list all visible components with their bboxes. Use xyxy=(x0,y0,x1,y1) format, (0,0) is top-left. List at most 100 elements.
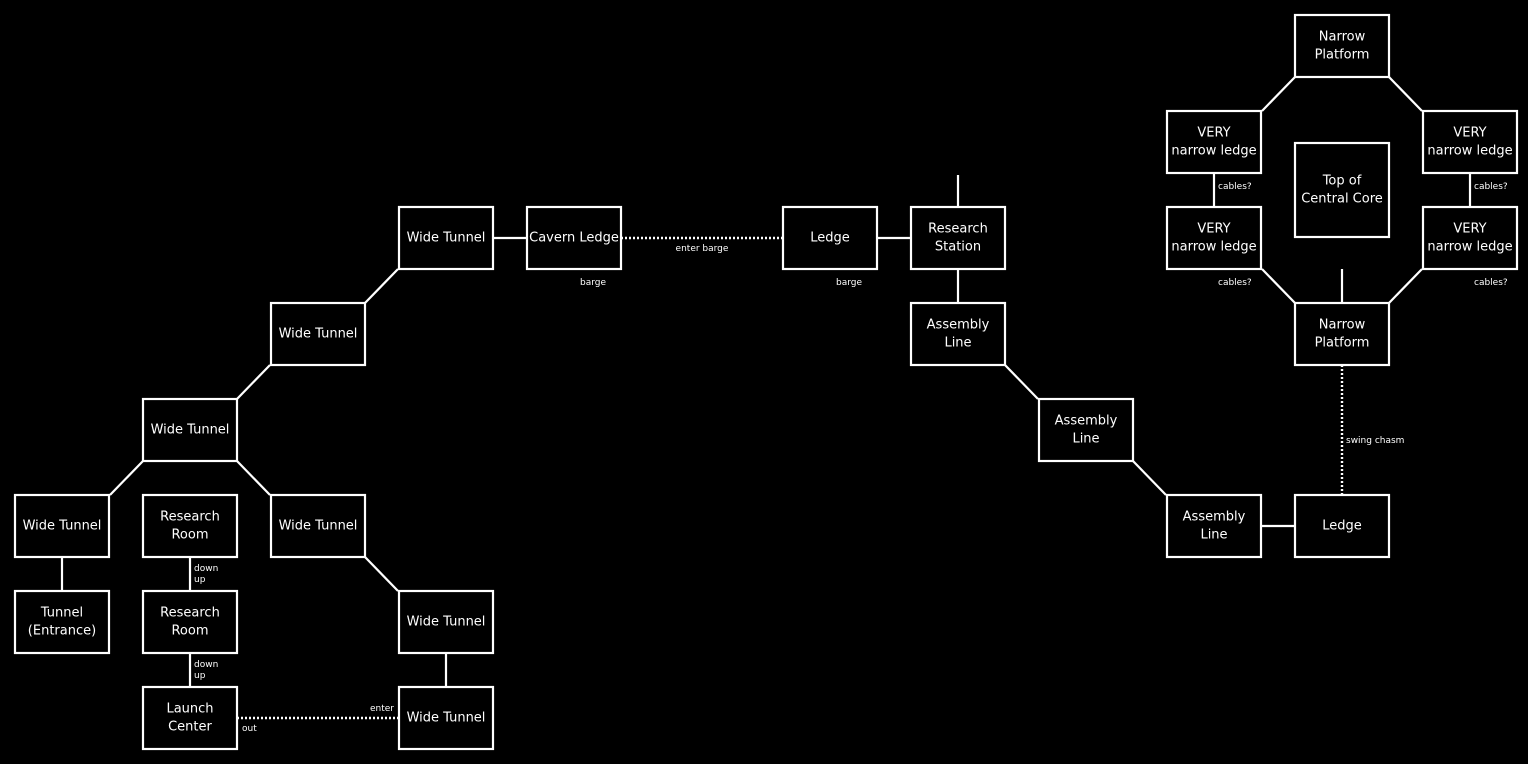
room-very-narrow-ledge-nw[interactable]: VERY narrow ledge xyxy=(1165,109,1263,175)
room-label: Platform xyxy=(1315,48,1370,63)
room-label: Line xyxy=(1200,528,1227,543)
room-box xyxy=(1165,109,1263,175)
room-label: Wide Tunnel xyxy=(23,519,102,534)
room-label: Wide Tunnel xyxy=(279,519,358,534)
room-box xyxy=(13,589,111,655)
room-label: Platform xyxy=(1315,336,1370,351)
link-label-swing-chasm: swing chasm xyxy=(1346,436,1404,446)
link-label-up: up xyxy=(194,671,206,681)
room-label: Wide Tunnel xyxy=(407,711,486,726)
room-label: narrow ledge xyxy=(1171,144,1256,159)
link-label-down: down xyxy=(194,564,218,574)
room-label: Assembly xyxy=(1055,414,1118,429)
link-label-cables: cables? xyxy=(1474,278,1508,288)
room-label: Central Core xyxy=(1301,192,1383,207)
room-wide-tunnel-hub[interactable]: Wide Tunnel xyxy=(141,397,239,463)
room-wide-tunnel-s1[interactable]: Wide Tunnel xyxy=(269,493,367,559)
room-ledge-mid[interactable]: Ledge xyxy=(781,205,879,271)
room-label: Wide Tunnel xyxy=(151,423,230,438)
link-label-out: out xyxy=(242,724,257,734)
link-platform-top-to-ne xyxy=(1388,76,1423,112)
room-label: VERY xyxy=(1453,126,1486,141)
link-label-cables: cables? xyxy=(1218,278,1252,288)
room-label: Line xyxy=(1072,432,1099,447)
room-box xyxy=(1421,205,1519,271)
room-box xyxy=(1293,301,1391,367)
room-box xyxy=(909,301,1007,367)
room-very-narrow-ledge-se[interactable]: VERY narrow ledge xyxy=(1421,205,1519,271)
room-box xyxy=(525,205,623,271)
room-wide-tunnel-w[interactable]: Wide Tunnel xyxy=(13,493,111,559)
room-cavern-ledge[interactable]: Cavern Ledge xyxy=(525,205,623,271)
room-wide-tunnel-n1[interactable]: Wide Tunnel xyxy=(269,301,367,367)
link-label-cables: cables? xyxy=(1218,182,1252,192)
room-label: Wide Tunnel xyxy=(279,327,358,342)
room-label: Line xyxy=(944,336,971,351)
room-label: Room xyxy=(171,528,208,543)
room-box xyxy=(13,493,111,559)
room-box xyxy=(397,589,495,655)
room-label: Narrow xyxy=(1319,30,1366,45)
link-label-enter-barge: enter barge xyxy=(676,244,729,254)
room-label: Room xyxy=(171,624,208,639)
room-label: VERY xyxy=(1453,222,1486,237)
room-label: VERY xyxy=(1197,126,1230,141)
room-label: Tunnel xyxy=(40,606,83,621)
room-box xyxy=(1165,493,1263,559)
room-very-narrow-ledge-ne[interactable]: VERY narrow ledge xyxy=(1421,109,1519,175)
room-box xyxy=(1037,397,1135,463)
room-box xyxy=(909,205,1007,271)
room-tunnel-entrance[interactable]: Tunnel (Entrance) xyxy=(13,589,111,655)
room-box xyxy=(1165,205,1263,271)
room-label: narrow ledge xyxy=(1427,240,1512,255)
room-label: Assembly xyxy=(1183,510,1246,525)
room-box xyxy=(141,685,239,751)
link-hub-to-wide-tunnel-s1 xyxy=(236,460,271,496)
room-label: VERY xyxy=(1197,222,1230,237)
room-box xyxy=(141,397,239,463)
room-label: Cavern Ledge xyxy=(529,231,619,246)
room-box xyxy=(269,301,367,367)
link-assembly-2-to-3 xyxy=(1132,460,1167,496)
room-box xyxy=(781,205,879,271)
room-label: Narrow xyxy=(1319,318,1366,333)
room-label: Wide Tunnel xyxy=(407,231,486,246)
room-label: Assembly xyxy=(927,318,990,333)
room-label: Research xyxy=(928,222,988,237)
room-label: Research xyxy=(160,606,220,621)
room-box xyxy=(397,205,495,271)
rooms-layer: Tunnel(Entrance)Wide TunnelResearchRoomR… xyxy=(13,13,1519,751)
link-label-cables: cables? xyxy=(1474,182,1508,192)
link-label-up: up xyxy=(194,575,206,585)
link-assembly-1-to-2 xyxy=(1004,364,1039,400)
room-label: narrow ledge xyxy=(1171,240,1256,255)
link-s1-to-s2 xyxy=(364,556,399,592)
link-n1-to-n2 xyxy=(364,268,399,304)
room-box xyxy=(1293,13,1391,79)
room-ledge-east[interactable]: Ledge xyxy=(1293,493,1391,559)
room-label: Wide Tunnel xyxy=(407,615,486,630)
room-label: (Entrance) xyxy=(28,624,96,639)
room-wide-tunnel-s2[interactable]: Wide Tunnel xyxy=(397,589,495,655)
room-very-narrow-ledge-sw[interactable]: VERY narrow ledge xyxy=(1165,205,1263,271)
room-box xyxy=(397,685,495,751)
room-label: narrow ledge xyxy=(1427,144,1512,159)
link-hub-to-n1 xyxy=(236,364,271,400)
link-label-enter: enter xyxy=(370,704,394,714)
link-label-barge: barge xyxy=(836,278,862,288)
room-wide-tunnel-n2[interactable]: Wide Tunnel xyxy=(397,205,495,271)
room-box xyxy=(269,493,367,559)
room-box xyxy=(141,493,239,559)
room-wide-tunnel-s3[interactable]: Wide Tunnel xyxy=(397,685,495,751)
